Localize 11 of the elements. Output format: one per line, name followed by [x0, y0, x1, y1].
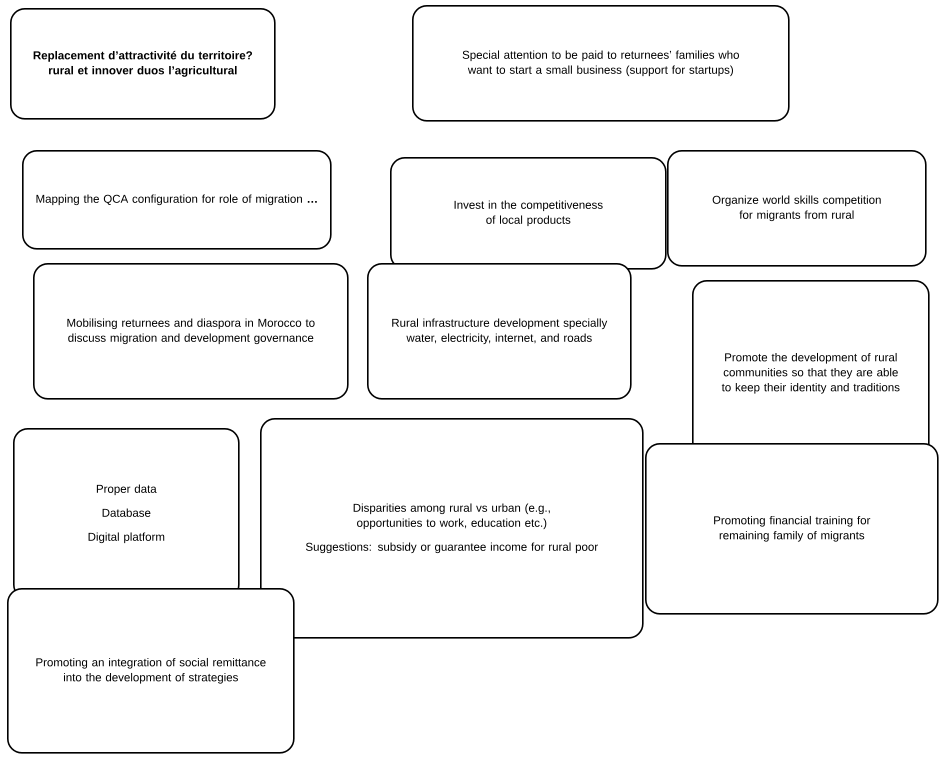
text-box: Replacement d’attractivité du territoire? rural et innover duos l’agricultural [10, 8, 276, 120]
text-box: Disparities among rural vs urban (e.g., opportunities to work, education etc.) Suggestions: subsidy or guarantee income for rural poor [260, 418, 644, 639]
text-box: Proper data Database Digital platform [13, 428, 240, 600]
text-box: Invest in the competitiveness of local products [390, 157, 667, 270]
text-box: Organize world skills competition for migrants from rural [667, 150, 927, 267]
text-box: Promoting an integration of social remittance into the development of strategies [7, 588, 295, 754]
text-box: Special attention to be paid to returnees’ families who want to start a small business (support for startups) [412, 5, 790, 122]
text-box: Mapping the QCA configuration for role of migration … [22, 150, 332, 250]
text-box: Mobilising returnees and diaspora in Morocco to discuss migration and development governance [33, 263, 349, 400]
text-box: Promoting financial training for remaining family of migrants [645, 443, 939, 615]
text-box: Rural infrastructure development specially water, electricity, internet, and roads [367, 263, 632, 400]
